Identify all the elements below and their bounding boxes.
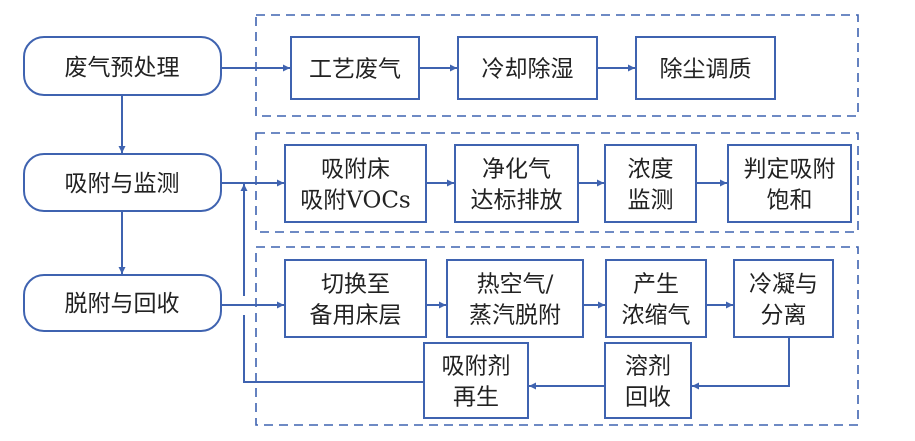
step-label-line: 切换至: [321, 271, 390, 297]
step-label-line: 吸附床: [321, 156, 390, 182]
stage-adsorb-label: 吸附与监测: [65, 171, 180, 197]
step-box: [423, 342, 529, 419]
step-label-line: 蒸汽脱附: [469, 302, 561, 328]
step-label-line: 冷凝与: [749, 271, 818, 297]
step-label-line: 再生: [453, 384, 499, 410]
step-label-line: 产生: [633, 271, 679, 297]
step-box: [284, 259, 427, 338]
step-box: [605, 259, 707, 338]
step-box: [604, 342, 692, 419]
step-label-line: 热空气/: [477, 271, 554, 297]
step-box: [727, 144, 852, 223]
step-label-line: 工艺废气: [309, 56, 401, 82]
stage-adsorb[interactable]: 吸附与监测: [23, 153, 222, 212]
step-label-line: 饱和: [767, 187, 813, 213]
step-label-line: 判定吸附: [744, 156, 836, 182]
step-label-line: 分离: [761, 302, 807, 328]
stage-pretreat-label: 废气预处理: [65, 55, 180, 81]
step-hot-air-steam[interactable]: 热空气/蒸汽脱附: [446, 259, 584, 338]
step-label-line: 除尘调质: [660, 56, 752, 82]
step-box: [446, 259, 584, 338]
step-label-line: 备用床层: [310, 302, 402, 328]
step-process-gas[interactable]: 工艺废气: [290, 36, 420, 100]
step-box: [454, 144, 579, 223]
group-desorb-container: [255, 246, 859, 426]
step-label-line: 回收: [625, 384, 671, 410]
step-label-line: 吸附VOCs: [300, 187, 410, 213]
step-box: [604, 144, 697, 223]
step-box: [635, 36, 776, 100]
step-label-line: 浓缩气: [622, 302, 691, 328]
stage-pretreat[interactable]: 废气预处理: [23, 36, 222, 96]
step-label-line: 净化气: [482, 156, 551, 182]
step-label-line: 监测: [628, 187, 674, 213]
arrow-regen-loop-back: [243, 315, 424, 383]
step-box: [733, 259, 834, 338]
stage-desorb-label: 脱附与回收: [65, 291, 180, 317]
step-label-line: 浓度: [628, 156, 674, 182]
step-label-line: 达标排放: [471, 187, 563, 213]
step-label-line: 吸附剂: [442, 353, 511, 379]
step-cool-dehumidify[interactable]: 冷却除湿: [457, 36, 598, 100]
step-label-line: 溶剂: [625, 353, 671, 379]
arrow-condense-to-solvent: [692, 337, 790, 390]
steps-layer: 工艺废气冷却除湿除尘调质吸附床吸附VOCs净化气达标排放浓度监测判定吸附饱和切换…: [284, 36, 852, 419]
step-box: [284, 144, 427, 223]
stage-desorb[interactable]: 脱附与回收: [23, 274, 222, 332]
step-label-line: 冷却除湿: [482, 56, 574, 82]
group-pretreat-container: [255, 14, 859, 117]
step-dedust-condition[interactable]: 除尘调质: [635, 36, 776, 100]
step-box: [457, 36, 598, 100]
